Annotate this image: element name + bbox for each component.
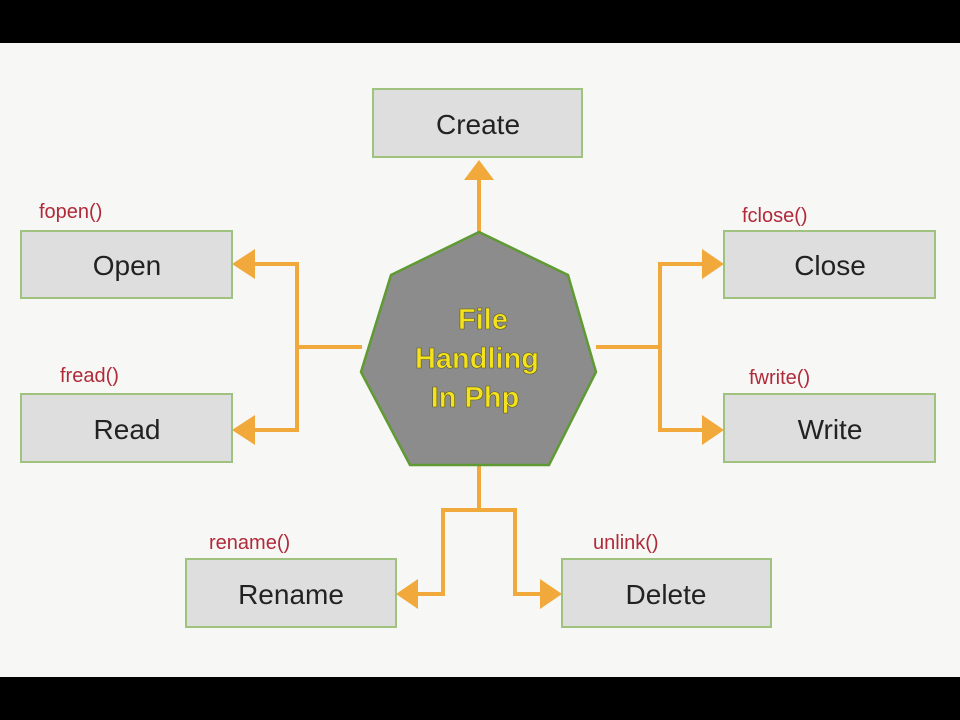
close-label: Close [794,250,866,281]
open-box [20,230,233,299]
center-heptagon [359,230,598,467]
arrowhead-rename [396,579,418,609]
read-func-label: fread() [60,365,119,387]
connector-left-bracket [255,262,299,432]
write-func-label: fwrite() [749,367,810,389]
connector-right-bracket [658,262,702,432]
write-label: Write [798,414,863,445]
arrowhead-close [702,249,724,279]
arrowhead-write [702,415,724,445]
center-line-1: File [458,304,508,336]
node-open: fopen() Open [20,201,233,299]
rename-func-label: rename() [209,532,290,554]
open-func-label: fopen() [39,201,102,223]
read-box [20,393,233,463]
connectors [232,160,724,609]
write-box [723,393,936,463]
read-label: Read [94,414,161,445]
node-rename: rename() Rename [185,532,397,628]
delete-box [561,558,772,628]
center-line-3: In Php [431,382,520,414]
arrowhead-delete [540,579,562,609]
node-read: fread() Read [20,365,233,463]
close-box [723,230,936,299]
center-line-2: Handling [415,343,539,375]
rename-label: Rename [238,579,344,610]
close-func-label: fclose() [742,205,808,227]
node-write: fwrite() Write [723,367,936,463]
create-label: Create [436,109,520,140]
delete-label: Delete [626,579,707,610]
create-box [372,88,583,158]
center-node: File Handling In Php [359,230,598,467]
delete-func-label: unlink() [593,532,659,554]
arrowhead-create [464,160,494,180]
arrowhead-open [232,249,255,279]
node-delete: unlink() Delete [561,532,772,628]
open-label: Open [93,250,162,281]
rename-box [185,558,397,628]
node-close: fclose() Close [723,205,936,299]
node-create: Create [372,88,583,158]
arrowhead-read [232,415,255,445]
connector-bottom-bracket [418,508,540,596]
